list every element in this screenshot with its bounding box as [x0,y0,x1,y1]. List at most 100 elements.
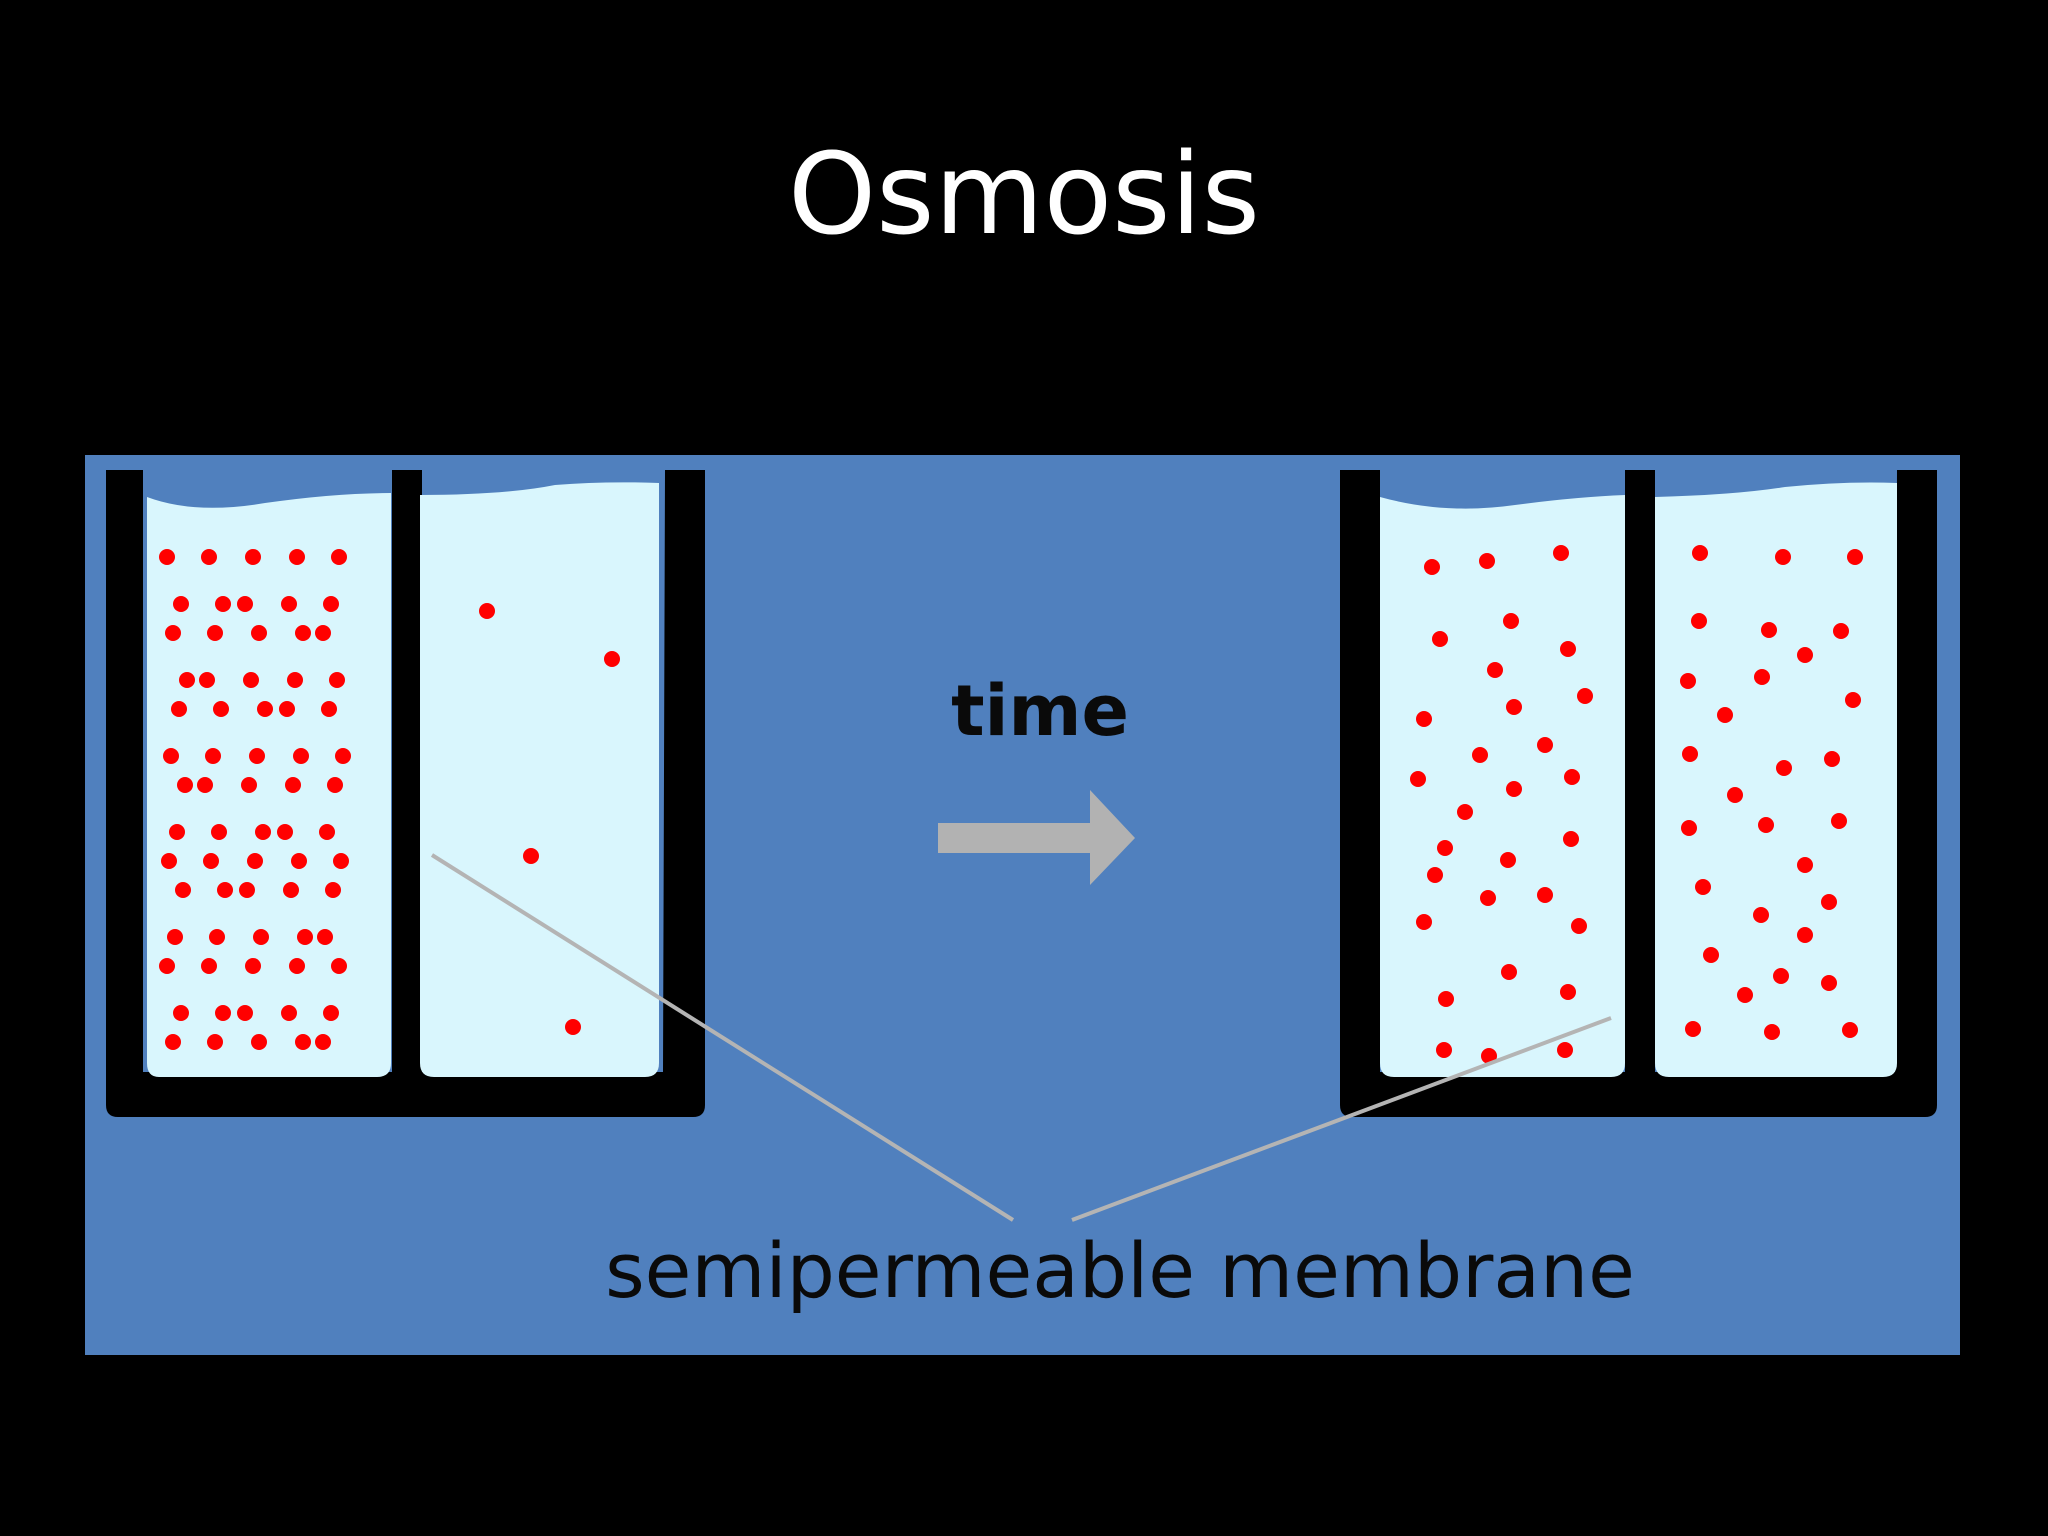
solute-particle [1416,914,1432,930]
solute-particle [1437,840,1453,856]
solute-particle [1506,781,1522,797]
solute-particle [295,625,311,641]
solute-particle [289,549,305,565]
solute-particle [253,929,269,945]
solute-particle [325,882,341,898]
solute-particle [1761,622,1777,638]
solute-particle [1717,707,1733,723]
membrane-before-segment [392,605,420,620]
solute-particle [1537,737,1553,753]
membrane-after-segment [1626,891,1654,906]
solute-particle [161,853,177,869]
solute-particle [1753,907,1769,923]
solute-particle [215,1005,231,1021]
solute-particle [1845,692,1861,708]
membrane-before-segment [392,891,420,906]
solute-particle [1695,879,1711,895]
solute-particle [217,882,233,898]
membrane-after-segment [1626,865,1654,880]
membrane-after-segment [1626,995,1654,1010]
solute-particle [239,882,255,898]
membrane-after-segment [1626,761,1654,776]
solute-particle [289,958,305,974]
solute-particle [285,777,301,793]
solute-particle [297,929,313,945]
membrane-after-segment [1626,787,1654,802]
solute-particle [287,672,303,688]
solute-particle [565,1019,581,1035]
solute-particle [1553,545,1569,561]
membrane-after-segment [1626,1021,1654,1036]
solute-particle [201,958,217,974]
solute-particle [317,929,333,945]
membrane-after-segment [1626,969,1654,984]
membrane-after-segment [1626,579,1654,594]
solute-particle [1501,964,1517,980]
solute-particle [213,701,229,717]
membrane-before-segment [392,683,420,698]
solute-particle [1436,1042,1452,1058]
pointer-line-before [430,853,1015,1222]
membrane-before-segment [392,761,420,776]
solute-particle [1680,673,1696,689]
membrane-after-segment [1626,813,1654,828]
solute-particle [321,701,337,717]
membrane-before-segment [392,917,420,932]
membrane-after-segment [1626,839,1654,854]
membrane-before-segment [392,839,420,854]
solute-particle [1560,984,1576,1000]
solute-particle [1691,613,1707,629]
solute-particle [1500,852,1516,868]
osmosis-diagram-svg: time semipermeable membrane [85,455,1960,1355]
solute-particle [279,701,295,717]
membrane-before-segment [392,1021,420,1036]
membrane-before [392,470,420,1036]
solute-particle [243,672,259,688]
solute-particle [1681,820,1697,836]
solute-particle [1416,711,1432,727]
solute-particle [251,625,267,641]
membrane-after-segment [1626,709,1654,724]
membrane-before-segment [392,527,420,542]
membrane-after-segment [1626,657,1654,672]
solute-particle [1703,947,1719,963]
solute-particle [159,958,175,974]
membrane-before-segment [392,657,420,672]
membrane-label: semipermeable membrane [605,1226,1635,1315]
beaker-after-solution-right [1655,482,1897,1077]
membrane-before-segment [392,865,420,880]
solute-particle [257,701,273,717]
membrane-after-segment [1626,553,1654,568]
solute-particle [1479,553,1495,569]
solute-particle [479,603,495,619]
membrane-after-segment [1626,605,1654,620]
beaker-before [106,470,705,1117]
solute-particle [169,824,185,840]
solute-particle [333,853,349,869]
membrane-before-segment [392,553,420,568]
solute-particle [1692,545,1708,561]
solute-particle [1821,894,1837,910]
beaker-before-solution-right [420,482,659,1077]
solute-particle [211,824,227,840]
solute-particle [1758,817,1774,833]
solute-particle [1472,747,1488,763]
solute-particle [209,929,225,945]
solute-particle [327,777,343,793]
solute-particle [1754,669,1770,685]
solute-particle [281,596,297,612]
pointer-line-after [1071,1016,1612,1222]
solute-particle [1487,662,1503,678]
solute-particle [1424,559,1440,575]
solute-particle [1847,549,1863,565]
solute-particle [1560,641,1576,657]
solute-particle [331,958,347,974]
membrane-before-segment [392,579,420,594]
solute-particle [237,596,253,612]
membrane-after [1626,470,1654,1036]
solute-particle [1506,699,1522,715]
solute-particle [1427,867,1443,883]
solute-particle [1480,890,1496,906]
solute-particle [1797,927,1813,943]
solute-particle [315,1034,331,1050]
